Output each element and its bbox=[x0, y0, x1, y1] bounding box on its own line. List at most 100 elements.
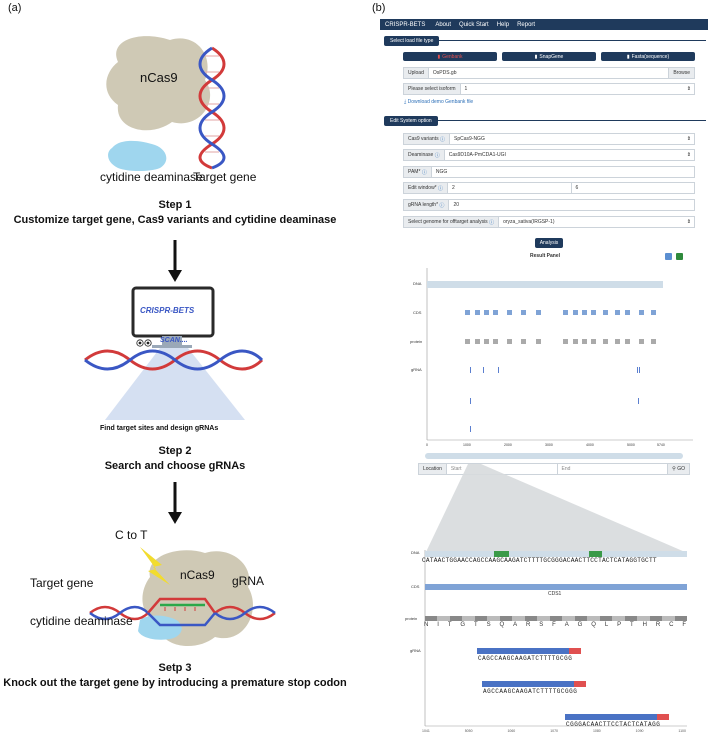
track-label-grna: gRNA bbox=[411, 367, 422, 372]
zoom-dna-sequence: CATAACTGGAACCAGCCAAGCAAGATCTTTTGCGGGACAA… bbox=[422, 557, 657, 564]
aa-letter: T bbox=[447, 622, 452, 628]
select-caret-icon: ⇕ bbox=[686, 152, 691, 158]
ncas9-label: nCas9 bbox=[140, 70, 178, 85]
isoform-row: Please select isoform 1 ⇕ bbox=[403, 83, 695, 95]
deaminase-row: Deaminase ⓘ Cas9D10A-PmCDA1-UGI ⇕ bbox=[403, 149, 695, 161]
aa-letter: Q bbox=[591, 622, 596, 628]
arrows-and-step2 bbox=[84, 240, 264, 524]
nav-report[interactable]: Report bbox=[517, 21, 536, 28]
edit-window-start-input[interactable]: 2 bbox=[448, 183, 572, 193]
zoom-grna-2 bbox=[482, 681, 586, 687]
help-icon: ⓘ bbox=[438, 185, 444, 192]
select-caret-icon: ⇕ bbox=[686, 136, 691, 142]
zoom-protein-letters: N I T G T S Q A R S F A G Q L P T H R C … bbox=[424, 622, 686, 628]
isoform-select[interactable]: 1 bbox=[464, 86, 468, 92]
aa-letter: F bbox=[552, 622, 556, 628]
deaminase-blob bbox=[108, 140, 167, 171]
aa-letter: R bbox=[655, 622, 661, 628]
export-excel-icon[interactable] bbox=[676, 253, 683, 260]
grna-length-input[interactable]: 20 bbox=[453, 202, 459, 208]
target-gene-label-step3: Target gene bbox=[30, 576, 94, 590]
genome-select[interactable]: oryza_sativa(IRGSP-1) bbox=[503, 219, 555, 225]
aa-letter: L bbox=[604, 622, 609, 628]
grna-label: gRNA bbox=[232, 574, 265, 588]
zoom-tick: 1100 bbox=[678, 729, 686, 733]
arrow-2-head bbox=[168, 512, 182, 524]
aa-letter: Q bbox=[499, 622, 505, 628]
zoom-tick: 1041 bbox=[422, 729, 430, 733]
aa-letter: F bbox=[682, 622, 686, 628]
cas9-select[interactable]: SpCas9-NGG bbox=[453, 136, 485, 142]
zoom-axis-ticks: 1041 5050 1060 1070 1080 1090 1100 bbox=[422, 729, 686, 733]
location-end-input[interactable]: End bbox=[561, 466, 571, 472]
location-start-input[interactable]: Start bbox=[447, 464, 558, 474]
zoom-label-protein: protein bbox=[405, 616, 418, 621]
arrow-1-head bbox=[168, 270, 182, 282]
help-icon: ⓘ bbox=[439, 202, 445, 209]
edit-section-header: Edit System option bbox=[384, 116, 438, 126]
aa-letter: S bbox=[539, 622, 544, 628]
step2-desc: Search and choose gRNAs bbox=[104, 460, 246, 472]
result-panel-title: Result Panel bbox=[530, 253, 561, 259]
analysis-button[interactable]: Analysis bbox=[535, 238, 563, 248]
step1-title: Step 1 bbox=[158, 199, 192, 211]
grna-length-row: gRNA length* ⓘ 20 bbox=[403, 199, 695, 211]
aa-letter: I bbox=[437, 622, 439, 628]
dna-helix-vertical bbox=[198, 46, 226, 170]
snapgene-label: SnapGene bbox=[539, 53, 564, 60]
zoom-cds-name: CDS1 bbox=[548, 591, 562, 597]
genbank-button[interactable]: ▮ Genbank bbox=[403, 52, 497, 61]
file-icon: ▮ bbox=[626, 53, 630, 60]
find-text: Find target sites and design gRNAs bbox=[100, 425, 219, 432]
panel-a-letter: (a) bbox=[8, 2, 22, 14]
genome-label: Select genome for offtarget analysis ⓘ bbox=[404, 217, 500, 227]
fasta-button[interactable]: ▮ Fasta(sequence) bbox=[601, 52, 695, 61]
dna-overview-bar bbox=[427, 281, 663, 288]
snapgene-button[interactable]: ▮ SnapGene bbox=[502, 52, 596, 61]
deaminase-select[interactable]: Cas9D10A-PmCDA1-UGI bbox=[448, 152, 506, 158]
panel-b-letter: (b) bbox=[372, 2, 386, 14]
download-link-text: Download demo Genbank file bbox=[407, 99, 474, 105]
nav-about[interactable]: About bbox=[435, 21, 452, 28]
zoom-grna-1 bbox=[477, 648, 581, 654]
track-label-dna: DNA bbox=[413, 281, 422, 286]
nav-quick-start[interactable]: Quick Start bbox=[459, 21, 489, 28]
ncas9-label-step3: nCas9 bbox=[180, 568, 215, 582]
nav-help[interactable]: Help bbox=[496, 21, 510, 28]
aa-letter: H bbox=[642, 622, 647, 628]
zoom-grna-3 bbox=[565, 714, 669, 720]
aa-letter: T bbox=[473, 622, 478, 628]
step1-desc: Customize target gene, Cas9 variants and… bbox=[13, 214, 337, 226]
step3-illustration bbox=[89, 547, 276, 647]
overview-track-viewer[interactable] bbox=[403, 262, 693, 462]
step3-title: Setp 3 bbox=[158, 662, 192, 674]
pam-highlight-2 bbox=[589, 551, 602, 557]
genome-row: Select genome for offtarget analysis ⓘ o… bbox=[403, 216, 695, 228]
step1-illustration bbox=[106, 36, 226, 171]
upload-file-input[interactable]: OsPDS.gb bbox=[432, 70, 457, 76]
range-scrollbar[interactable] bbox=[425, 453, 683, 459]
cds-overview-blocks bbox=[465, 310, 656, 315]
step2-title: Step 2 bbox=[158, 445, 192, 457]
upload-row: Upload OsPDS.gb Browse bbox=[403, 67, 695, 79]
download-demo-link[interactable]: ⤓ Download demo Genbank file bbox=[404, 99, 473, 105]
lightning-bolt bbox=[140, 547, 170, 585]
cytidine-deaminase-label: cytidine deaminase bbox=[100, 170, 203, 184]
edit-section-rule bbox=[384, 120, 706, 121]
pam-input[interactable]: NGG bbox=[435, 169, 448, 175]
ncas9-blob bbox=[106, 36, 211, 131]
export-image-icon[interactable] bbox=[665, 253, 672, 260]
browse-button[interactable]: Browse bbox=[668, 68, 694, 78]
location-label: Location bbox=[419, 464, 447, 474]
aa-letter: G bbox=[460, 622, 466, 628]
scan-label: SCAN.... bbox=[160, 337, 188, 344]
protein-overview-blocks bbox=[465, 339, 656, 344]
app-navbar: CRISPR-BETS About Quick Start Help Repor… bbox=[380, 19, 708, 30]
edit-window-end-input[interactable]: 6 bbox=[575, 185, 579, 191]
help-icon: ⓘ bbox=[421, 169, 427, 176]
go-button[interactable]: ⚲ GO bbox=[667, 464, 689, 474]
zoom-dna-bar bbox=[425, 551, 687, 557]
nav-brand[interactable]: CRISPR-BETS bbox=[385, 21, 426, 28]
aa-letter: C bbox=[669, 622, 674, 628]
zoom-track-viewer[interactable] bbox=[403, 550, 693, 734]
